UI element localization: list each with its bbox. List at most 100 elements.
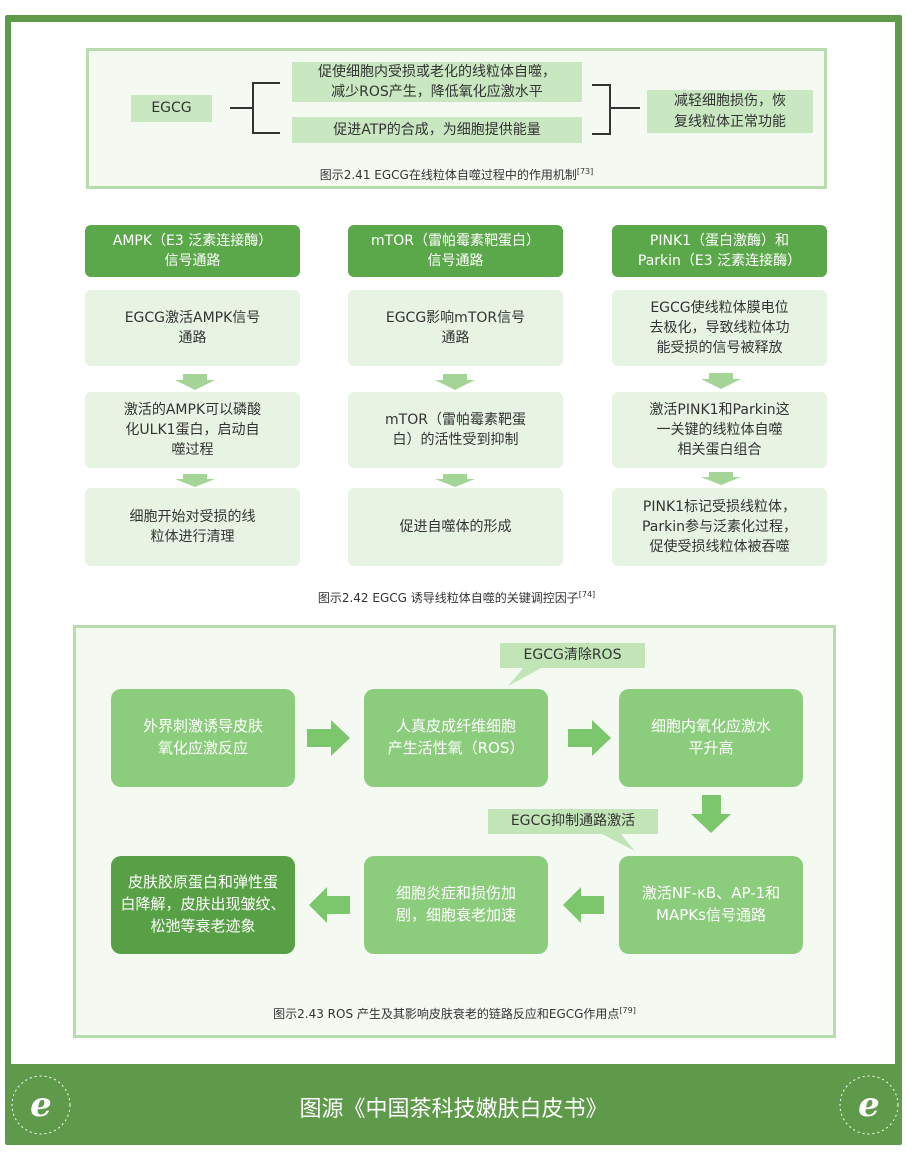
fig43-caption: 图示2.43 ROS 产生及其影响皮肤衰老的链路反应和EGCG作用点[79]	[73, 1005, 836, 1022]
fig42-col2-step3: 促进自噬体的形成	[348, 488, 563, 566]
fig43-node6: 皮肤胶原蛋白和弹性蛋 白降解，皮肤出现皱纹、 松弛等衰老迹象	[111, 856, 295, 954]
fig42-col3-step1-line1: EGCG使线粒体膜电位	[650, 299, 789, 316]
fig43-caption-ref: [79]	[619, 1006, 636, 1015]
fig42-col1-step3: 细胞开始对受损的线 粒体进行清理	[85, 488, 300, 566]
fig43-node5-line2: 剧，细胞衰老加速	[395, 906, 516, 924]
fig42-col3-step3-line1: PINK1标记受损线粒体，	[642, 498, 797, 515]
fig41-effect1-line2: 减少ROS产生，降低氧化应激水平	[331, 84, 543, 100]
fig42-col3-step3: PINK1标记受损线粒体， Parkin参与泛素化过程， 促使受损线粒体被吞噬	[612, 488, 827, 566]
fig42-col1-arrow2	[175, 474, 215, 487]
fig43-node2-line2: 产生活性氧（ROS）	[387, 739, 525, 757]
fig43-node5-line1: 细胞炎症和损伤加	[395, 884, 516, 903]
logo-left-icon: e	[11, 1075, 71, 1135]
logo-left-letter: e	[30, 1085, 52, 1125]
logo-right-letter: e	[858, 1085, 880, 1125]
fig42-col1-step1: EGCG激活AMPK信号 通路	[85, 290, 300, 366]
fig41-effect1-line1: 促使细胞内受损或老化的线粒体自噬，	[318, 63, 556, 80]
fig42-col3-step3-line2: Parkin参与泛素化过程，	[641, 518, 798, 535]
fig42-caption-text: 图示2.42 EGCG 诱导线粒体自噬的关键调控因子	[317, 591, 579, 605]
fig43-tag2-pointer	[600, 833, 635, 851]
fig41-connector	[230, 107, 253, 109]
fig43-node1: 外界刺激诱导皮肤 氧化应激反应	[111, 689, 295, 787]
fig42-col3-arrow2	[701, 472, 741, 485]
fig42-col1-header-line2: 信号通路	[164, 253, 221, 269]
fig42-col2-step3-line1: 促进自噬体的形成	[399, 518, 512, 535]
fig42-col2-step1: EGCG影响mTOR信号 通路	[348, 290, 563, 366]
fig41-result-line2: 复线粒体正常功能	[674, 113, 786, 130]
fig43-node6-line1: 皮肤胶原蛋白和弹性蛋	[127, 873, 278, 892]
fig42-col3-step1-line2: 去极化，导致线粒体功	[649, 319, 790, 336]
fig42-col3-arrow1	[701, 373, 741, 389]
fig43-node6-line3: 松弛等衰老迹象	[150, 916, 256, 935]
fig42-col3-step2-line3: 相关蛋白组合	[677, 442, 762, 459]
fig41-caption-ref: [73]	[576, 167, 594, 176]
fig41-caption: 图示2.41 EGCG在线粒体自噬过程中的作用机制[73]	[86, 166, 827, 183]
fig42-caption-ref: [74]	[578, 590, 596, 599]
fig42-col1-step2-line2: 化ULK1蛋白，启动自	[125, 421, 260, 438]
fig42-col1-header-line1: AMPK（E3 泛素连接酶）	[112, 232, 273, 249]
fig41-bracket-bottom	[252, 132, 280, 134]
fig42-col1-arrow1	[175, 374, 215, 390]
fig42-col3-step2: 激活PINK1和Parkin这 一关键的线粒体自噬 相关蛋白组合	[612, 392, 827, 468]
fig42-col1-step1-line1: EGCG激活AMPK信号	[124, 309, 261, 326]
fig42-col2-header-line2: 信号通路	[427, 253, 484, 269]
fig43-node2-line1: 人真皮成纤维细胞	[395, 717, 516, 736]
fig42-col1-step3-line1: 细胞开始对受损的线	[129, 508, 256, 525]
fig43-node3-line2: 平升高	[688, 739, 734, 757]
fig42-col2-step2: mTOR（雷帕霉素靶蛋 白）的活性受到抑制	[348, 392, 563, 468]
fig42-col3-step2-line1: 激活PINK1和Parkin这	[649, 401, 790, 418]
fig43-tag2: EGCG抑制通路激活	[488, 809, 658, 834]
fig43-caption-text: 图示2.43 ROS 产生及其影响皮肤衰老的链路反应和EGCG作用点	[273, 1007, 620, 1021]
fig42-col3-header-line1: PINK1（蛋白激酶）和	[649, 232, 790, 249]
fig43-node1-line1: 外界刺激诱导皮肤	[142, 717, 263, 736]
fig42-col3-header: PINK1（蛋白激酶）和 Parkin（E3 泛素连接酶）	[612, 225, 827, 277]
fig42-col1-step1-line2: 通路	[178, 330, 207, 346]
fig43-node5: 细胞炎症和损伤加 剧，细胞衰老加速	[364, 856, 548, 954]
fig42-col2-header-line1: mTOR（雷帕霉素靶蛋白）	[371, 232, 540, 249]
fig43-arrow-down	[691, 795, 731, 833]
fig41-bracket-top	[252, 82, 280, 84]
fig43-tag1-pointer	[508, 666, 545, 686]
fig41-result-box: 减轻细胞损伤，恢 复线粒体正常功能	[647, 90, 813, 133]
fig42-col3-step1-line3: 能受损的信号被释放	[656, 340, 783, 357]
fig43-node3: 细胞内氧化应激水 平升高	[619, 689, 803, 787]
fig42-col2-step2-line1: mTOR（雷帕霉素靶蛋	[385, 411, 526, 428]
fig41-result-line1: 减轻细胞损伤，恢	[674, 93, 786, 110]
fig43-arrow-right-2	[568, 720, 611, 756]
fig41-egcg-box: EGCG	[131, 95, 212, 122]
fig41-effect2-box: 促进ATP的合成，为细胞提供能量	[292, 117, 582, 143]
fig41-bracket-right	[609, 84, 611, 135]
fig42-col1-step2-line1: 激活的AMPK可以磷酸	[123, 401, 262, 418]
fig42-col3-step1: EGCG使线粒体膜电位 去极化，导致线粒体功 能受损的信号被释放	[612, 290, 827, 366]
fig42-col2-arrow2	[435, 474, 475, 487]
fig43-node2: 人真皮成纤维细胞 产生活性氧（ROS）	[364, 689, 548, 787]
fig41-effect1-box: 促使细胞内受损或老化的线粒体自噬， 减少ROS产生，降低氧化应激水平	[292, 62, 582, 102]
fig42-col2-step1-line1: EGCG影响mTOR信号	[385, 309, 526, 326]
fig43-node1-line2: 氧化应激反应	[157, 739, 248, 757]
footer-source: 图源《中国茶科技嫩肤白皮书》	[299, 1096, 608, 1122]
logo-right-icon: e	[839, 1075, 899, 1135]
fig43-node4-line2: MAPKs信号通路	[656, 906, 766, 924]
fig42-col1-step2-line3: 噬过程	[171, 442, 214, 459]
fig41-bracket-right-bottom	[592, 133, 610, 135]
fig41-bracket-left	[252, 82, 254, 134]
fig42-caption: 图示2.42 EGCG 诱导线粒体自噬的关键调控因子[74]	[86, 589, 827, 606]
fig41-caption-text: 图示2.41 EGCG在线粒体自噬过程中的作用机制	[319, 168, 577, 182]
fig42-col2-arrow1	[435, 374, 475, 390]
fig42-col3-step2-line2: 一关键的线粒体自噬	[656, 421, 783, 438]
fig42-col1-step3-line2: 粒体进行清理	[150, 529, 235, 545]
fig42-col2-step2-line2: 白）的活性受到抑制	[392, 432, 519, 448]
fig42-col2-header: mTOR（雷帕霉素靶蛋白） 信号通路	[348, 225, 563, 277]
fig43-arrow-left-1	[563, 887, 604, 923]
fig43-node4-line1: 激活NF-κB、AP-1和	[641, 884, 781, 903]
fig41-connector-right	[610, 107, 640, 109]
fig42-col3-header-line2: Parkin（E3 泛素连接酶）	[637, 253, 802, 269]
fig42-col1-step2: 激活的AMPK可以磷酸 化ULK1蛋白，启动自 噬过程	[85, 392, 300, 468]
fig43-arrow-right-1	[307, 720, 350, 756]
fig43-node3-line1: 细胞内氧化应激水	[650, 717, 771, 736]
fig42-col3-step3-line3: 促使受损线粒体被吞噬	[649, 539, 790, 556]
fig43-tag1: EGCG清除ROS	[500, 643, 645, 668]
fig43-arrow-left-2	[309, 887, 350, 923]
